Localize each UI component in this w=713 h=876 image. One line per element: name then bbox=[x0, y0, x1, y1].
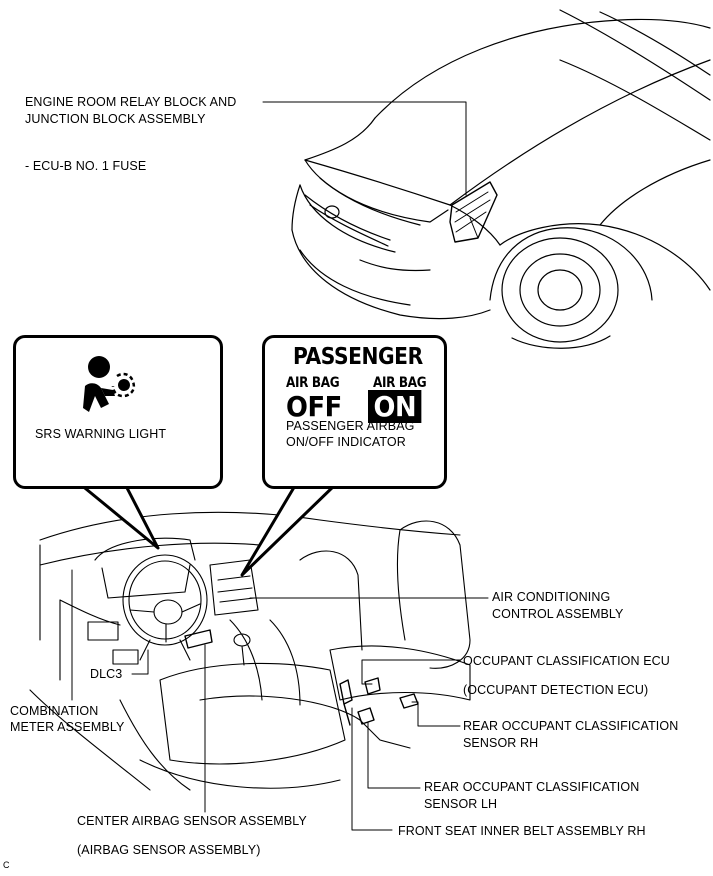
figure-code: C bbox=[3, 860, 10, 870]
label-rear-sensor-rh-line1: REAR OCCUPANT CLASSIFICATION bbox=[463, 719, 679, 733]
indicator-left-small: AIR BAG bbox=[286, 375, 340, 391]
passenger-airbag-indicator-callout: PASSENGER AIR BAG AIR BAG OFF ON PASSENG… bbox=[262, 335, 447, 489]
label-front-seat-belt: FRONT SEAT INNER BELT ASSEMBLY RH bbox=[398, 824, 646, 838]
label-ecu-fuse: - ECU-B NO. 1 FUSE bbox=[25, 159, 147, 173]
car-front-drawing bbox=[291, 9, 711, 349]
indicator-on-text: ON bbox=[368, 390, 422, 423]
label-occupant-detection-ecu: (OCCUPANT DETECTION ECU) bbox=[463, 683, 649, 697]
indicator-title: PASSENGER bbox=[293, 344, 423, 370]
callout-pointer-indicator bbox=[240, 482, 338, 577]
indicator-label-line2: ON/OFF INDICATOR bbox=[286, 435, 406, 449]
indicator-off-text: OFF bbox=[286, 390, 342, 423]
srs-warning-light-callout: SRS WARNING LIGHT bbox=[13, 335, 223, 489]
label-rear-sensor-rh-line2: SENSOR RH bbox=[463, 736, 539, 750]
srs-warning-light-label: SRS WARNING LIGHT bbox=[35, 427, 167, 441]
label-center-airbag-sensor: CENTER AIRBAG SENSOR ASSEMBLY bbox=[77, 814, 307, 828]
label-air-conditioning-line1: AIR CONDITIONING bbox=[492, 590, 611, 604]
label-combination-meter-line2: METER ASSEMBLY bbox=[10, 720, 125, 734]
label-engine-room-line2: JUNCTION BLOCK ASSEMBLY bbox=[25, 112, 206, 126]
label-airbag-sensor-assembly: (AIRBAG SENSOR ASSEMBLY) bbox=[77, 843, 261, 857]
vehicle-interior-drawing bbox=[29, 511, 471, 791]
airbag-warning-icon bbox=[83, 356, 136, 412]
leader-lines bbox=[71, 569, 489, 831]
label-occupant-classification-ecu: OCCUPANT CLASSIFICATION ECU bbox=[463, 654, 670, 668]
label-rear-sensor-lh-line1: REAR OCCUPANT CLASSIFICATION bbox=[424, 780, 640, 794]
label-air-conditioning-line2: CONTROL ASSEMBLY bbox=[492, 607, 624, 621]
indicator-label-line1: PASSENGER AIRBAG bbox=[286, 419, 415, 433]
label-rear-sensor-lh-line2: SENSOR LH bbox=[424, 797, 498, 811]
label-combination-meter-line1: COMBINATION bbox=[10, 704, 99, 718]
label-dlc3: DLC3 bbox=[90, 667, 123, 681]
leader-engine-room bbox=[262, 101, 467, 196]
indicator-right-small: AIR BAG bbox=[373, 375, 427, 391]
label-engine-room-line1: ENGINE ROOM RELAY BLOCK AND bbox=[25, 95, 237, 109]
